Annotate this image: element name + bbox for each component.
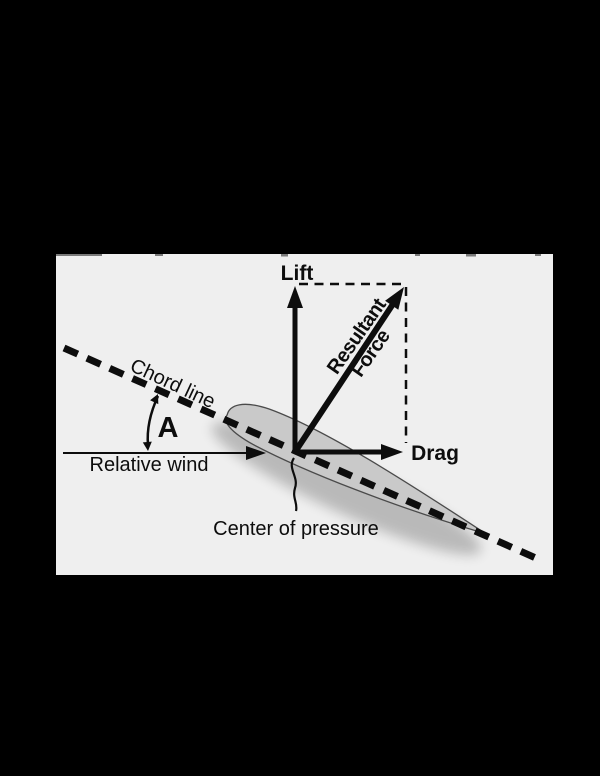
center-of-pressure-pointer: [290, 457, 298, 512]
relative-wind-arrowhead-icon: [246, 446, 266, 460]
diagram-panel-background: [56, 254, 553, 575]
lift-label: Lift: [281, 262, 314, 285]
resultant-force-vector: [292, 302, 396, 454]
center-of-pressure-label: Center of pressure: [213, 518, 379, 540]
drag-arrowhead-icon: [381, 444, 403, 460]
airfoil-forces-diagram: Lift Resultant Force Drag Chord line A R…: [56, 254, 553, 575]
angle-of-attack-label: A: [158, 412, 179, 444]
scan-artifacts: [56, 254, 541, 257]
angle-arc-lower-arrowhead-icon: [142, 441, 152, 451]
relative-wind-label: Relative wind: [90, 454, 209, 476]
lift-arrowhead-icon: [287, 286, 303, 308]
angle-arc-upper-arrowhead-icon: [150, 394, 159, 405]
drag-label: Drag: [411, 442, 459, 465]
resultant-arrowhead-icon: [385, 287, 404, 310]
